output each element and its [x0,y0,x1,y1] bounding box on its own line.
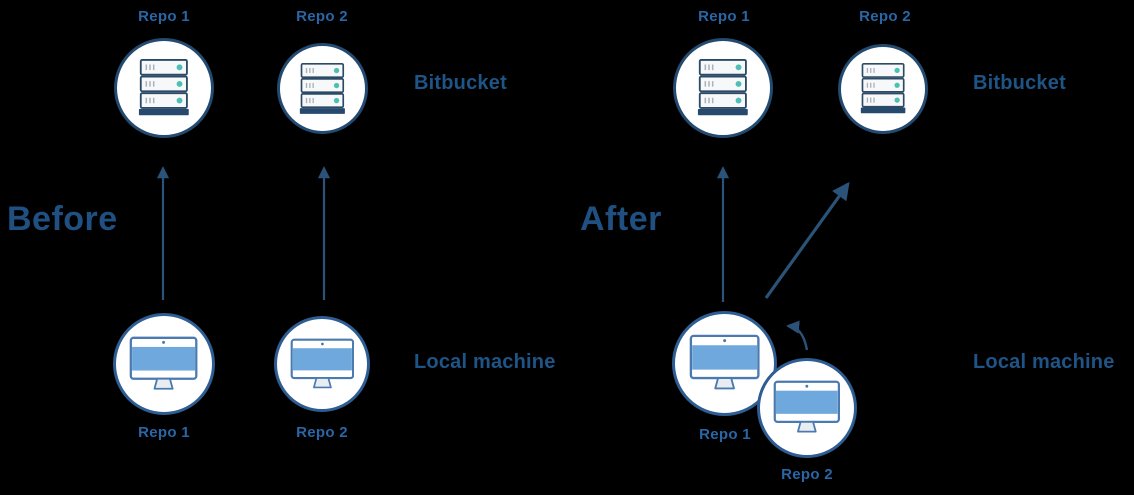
after-local-row-label: Local machine [973,351,1115,373]
before-local-row-label: Local machine [414,351,556,373]
before-local-repo2-node [274,316,370,412]
after-bitbucket-repo2-node [838,44,928,134]
merge-arrow-repo2-into-repo1 [786,320,809,351]
after-local-repo2-node [757,358,857,458]
server-rack-icon [697,59,749,116]
desktop-computer-icon [773,380,841,435]
server-rack-icon [860,63,906,114]
after-bitbucket-repo2-label: Repo 2 [859,8,911,25]
after-bitbucket-repo1-node [673,38,773,138]
before-local-repo2-label: Repo 2 [296,424,348,441]
before-bitbucket-repo2-label: Repo 2 [296,8,348,25]
server-rack-icon [299,63,346,115]
after-bitbucket-row-label: Bitbucket [973,72,1066,94]
before-bitbucket-row-label: Bitbucket [414,72,507,94]
after-local-repo2-label: Repo 2 [781,466,833,483]
before-bitbucket-repo1-label: Repo 1 [138,8,190,25]
before-heading: Before [7,200,118,238]
after-heading: After [580,200,662,238]
before-local-repo1-node [113,313,215,415]
desktop-computer-icon [290,338,355,391]
after-local-repo1-node [672,311,777,416]
push-arrow-after-repo2 [764,181,850,299]
after-bitbucket-repo1-label: Repo 1 [698,8,750,25]
before-bitbucket-repo1-node [114,38,214,138]
desktop-computer-icon [129,336,198,392]
desktop-computer-icon [689,334,760,392]
server-rack-icon [138,59,190,116]
before-bitbucket-repo2-node [277,43,368,134]
after-local-repo1-label: Repo 1 [699,426,751,443]
before-local-repo1-label: Repo 1 [138,424,190,441]
